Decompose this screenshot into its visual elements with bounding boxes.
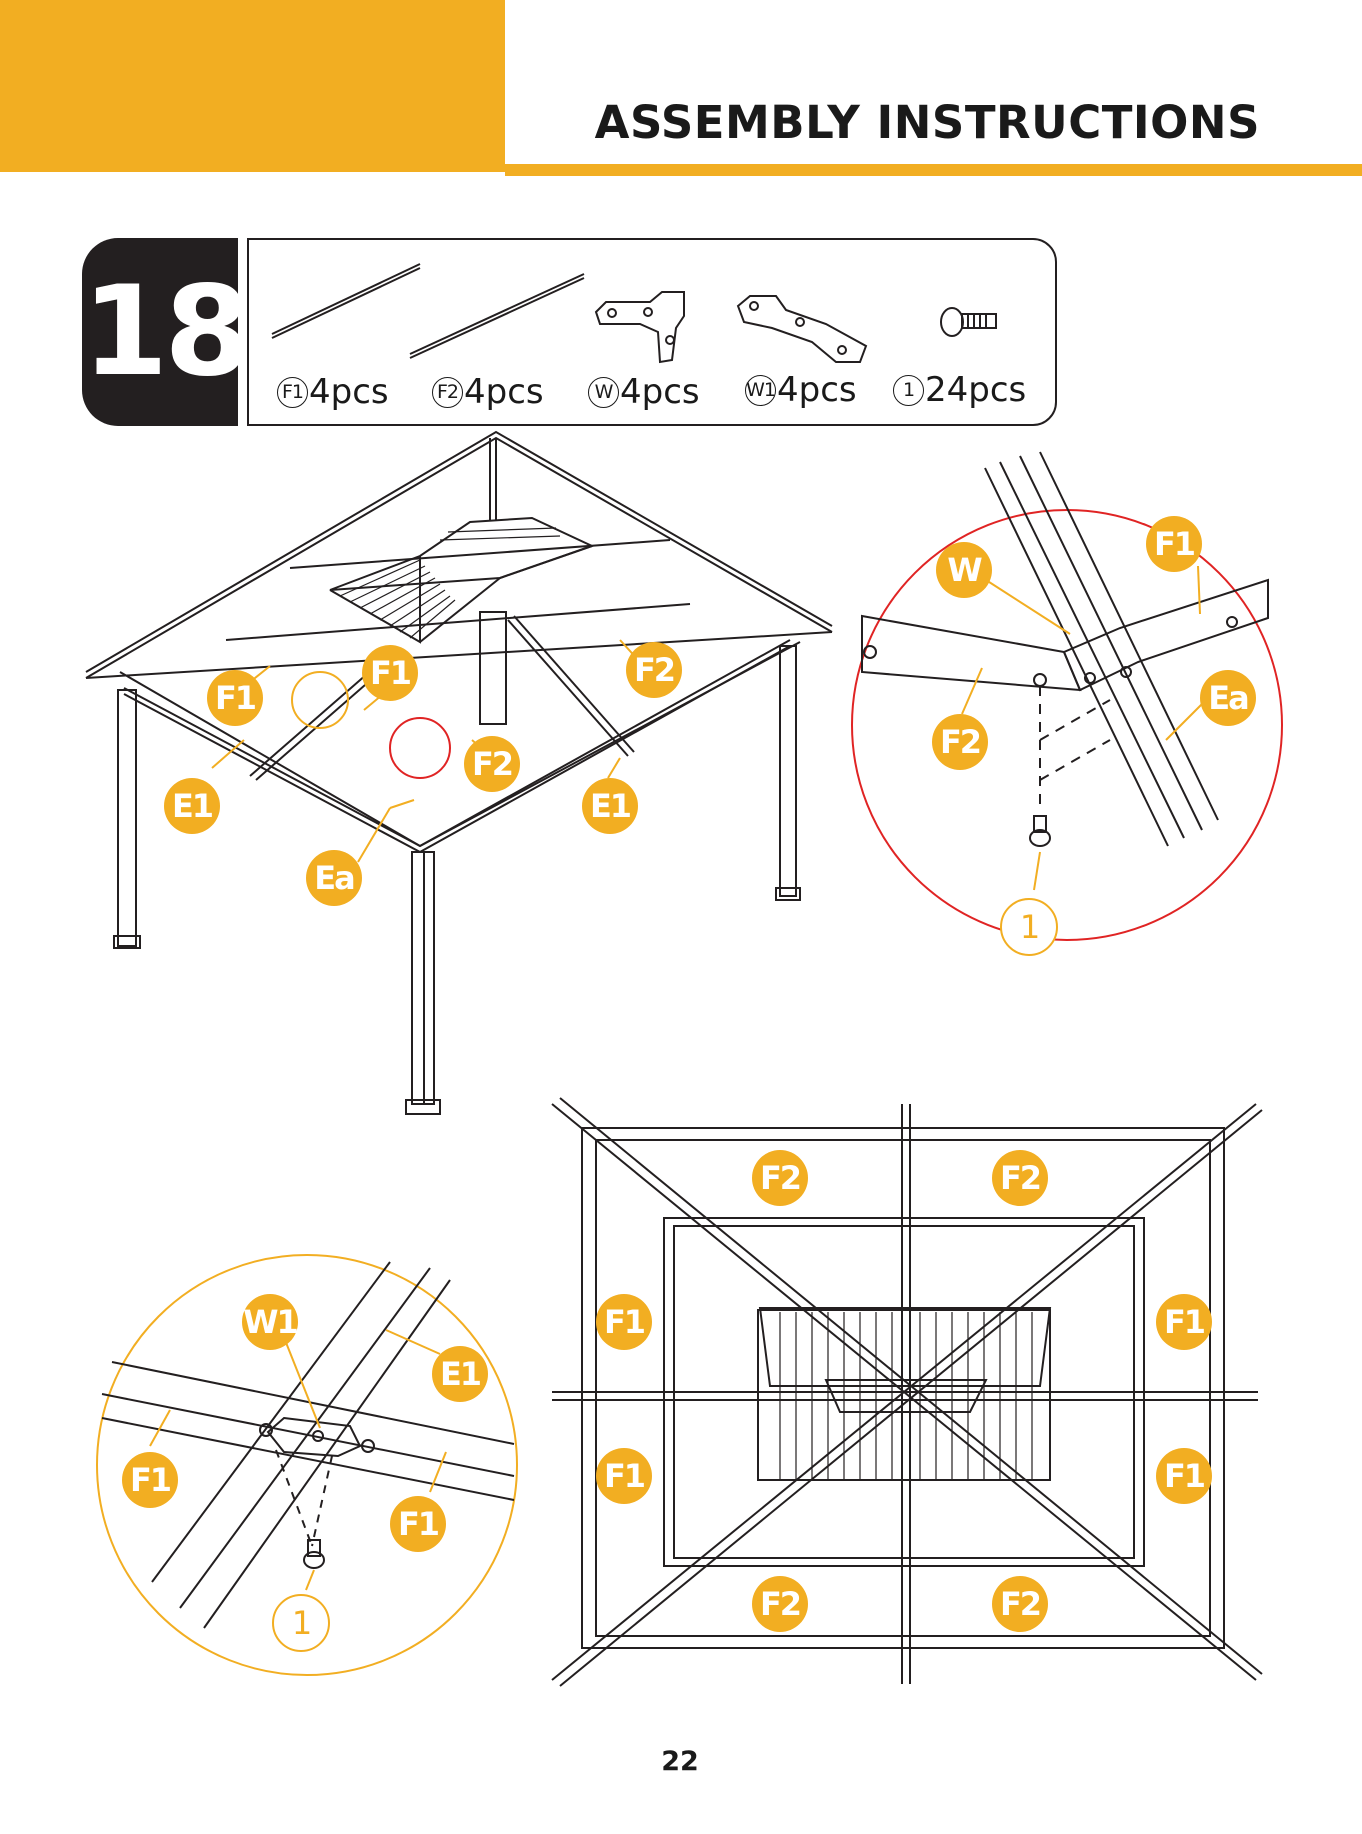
callout-detail-w: W [936, 542, 992, 598]
callout-f1-center: F1 [362, 645, 418, 701]
callout-detail-w1-f1-left: F1 [122, 1452, 178, 1508]
callout-top-f2-top-right: F2 [992, 1150, 1048, 1206]
callout-detail-w-ea: Ea [1200, 670, 1256, 726]
callout-top-f2-top-left: F2 [752, 1150, 808, 1206]
callout-e1-right: E1 [582, 778, 638, 834]
top-view-drawing [552, 1098, 1262, 1686]
callout-top-f2-bottom-left: F2 [752, 1576, 808, 1632]
callout-f1-left: F1 [207, 670, 263, 726]
gazebo-perspective-drawing [86, 432, 832, 1114]
part-f1-bar-drawing [272, 264, 420, 338]
callout-top-f1-right-lower: F1 [1156, 1448, 1212, 1504]
callout-top-f1-left-upper: F1 [596, 1294, 652, 1350]
part-screw-drawing [941, 308, 996, 336]
callout-detail-w1: W1 [242, 1294, 298, 1350]
callout-f2-center: F2 [464, 736, 520, 792]
callout-e1-left: E1 [164, 778, 220, 834]
callout-f2-right: F2 [626, 642, 682, 698]
callout-top-f1-right-upper: F1 [1156, 1294, 1212, 1350]
part-f2-bar-drawing [410, 274, 584, 358]
callout-ea: Ea [306, 850, 362, 906]
part-w-bracket-drawing [596, 292, 684, 362]
callout-top-f2-bottom-right: F2 [992, 1576, 1048, 1632]
part-w1-bracket-drawing [738, 296, 866, 362]
page-number: 22 [630, 1746, 730, 1777]
callout-detail-w-screw: 1 [1000, 898, 1058, 956]
callout-detail-w-f1: F1 [1146, 516, 1202, 572]
callout-detail-w1-f1-right: F1 [390, 1496, 446, 1552]
callout-detail-w1-e1: E1 [432, 1346, 488, 1402]
callout-top-f1-left-lower: F1 [596, 1448, 652, 1504]
callout-detail-w1-screw: 1 [272, 1594, 330, 1652]
detail-w-marker [390, 718, 450, 778]
callout-detail-w-f2: F2 [932, 714, 988, 770]
